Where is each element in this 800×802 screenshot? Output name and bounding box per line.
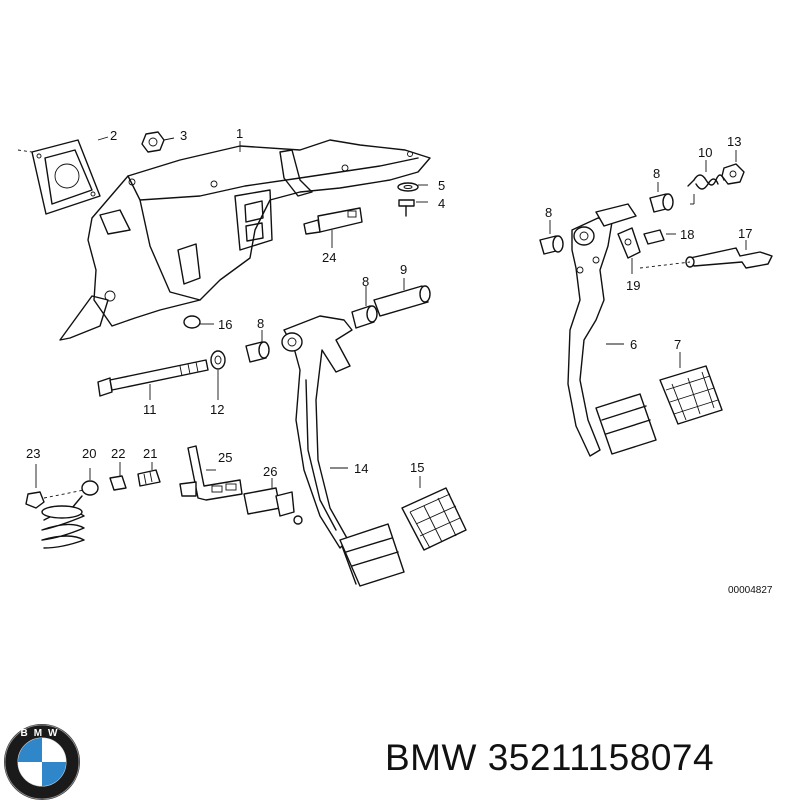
part-pin-22-21 xyxy=(109,462,161,491)
part-pedal-bracket xyxy=(59,139,431,341)
callout-14: 14 xyxy=(354,461,368,476)
part-nut-top xyxy=(141,131,175,153)
callout-19: 19 xyxy=(626,278,640,293)
callout-6: 6 xyxy=(630,337,637,352)
callout-11: 11 xyxy=(143,402,157,417)
part-bushing-sleeve xyxy=(351,278,431,329)
callout-24: 24 xyxy=(322,250,336,265)
callout-26: 26 xyxy=(263,464,277,479)
bmw-roundel-icon: BMW xyxy=(4,724,80,800)
callout-8-mid-upper: 8 xyxy=(362,274,369,289)
callout-7: 7 xyxy=(674,337,681,352)
part-gasket xyxy=(17,139,101,215)
part-pin-18 xyxy=(643,229,676,245)
callout-8-left: 8 xyxy=(545,205,552,220)
callout-2: 2 xyxy=(110,128,117,143)
callout-23: 23 xyxy=(26,446,40,461)
part-bushing-8-mid xyxy=(245,330,270,363)
callout-21: 21 xyxy=(143,446,157,461)
callout-12: 12 xyxy=(210,402,224,417)
logo-lettering: BMW xyxy=(21,728,64,739)
callout-9: 9 xyxy=(400,262,407,277)
callout-22: 22 xyxy=(111,446,125,461)
diagram-reference-code: 00004827 xyxy=(728,585,773,596)
part-pushrod-17 xyxy=(639,240,773,269)
callout-8-mid: 8 xyxy=(257,316,264,331)
part-spring-10 xyxy=(687,160,725,205)
callout-8-upper: 8 xyxy=(653,166,660,181)
callout-16: 16 xyxy=(218,317,232,332)
part-nut-23 xyxy=(25,464,45,509)
part-bushing-8-upper xyxy=(649,182,674,213)
part-pedal-pad-lower xyxy=(339,523,405,587)
part-nut-13 xyxy=(721,150,745,185)
callout-18: 18 xyxy=(680,227,694,242)
part-switch-24 xyxy=(303,207,363,248)
part-pedal-pad-upper-arm xyxy=(595,393,657,455)
part-stop-16 xyxy=(183,315,214,329)
part-long-bolt xyxy=(97,359,209,400)
callout-15: 15 xyxy=(410,460,424,475)
callout-1: 1 xyxy=(236,126,243,141)
part-clip-19 xyxy=(617,227,641,274)
part-pedal-pad-15 xyxy=(401,476,467,551)
part-bracket-25 xyxy=(179,445,243,501)
part-pedal-pad-7 xyxy=(659,352,723,425)
callout-4: 4 xyxy=(438,196,445,211)
callout-labels: 1 2 3 4 5 24 8 9 16 8 11 12 14 15 23 20 … xyxy=(26,126,752,479)
callout-20: 20 xyxy=(82,446,96,461)
callout-10: 10 xyxy=(698,145,712,160)
part-washer-12 xyxy=(210,350,226,400)
part-switch-26 xyxy=(243,478,303,525)
callout-13: 13 xyxy=(727,134,741,149)
part-spring-20 xyxy=(41,468,99,549)
callout-17: 17 xyxy=(738,226,752,241)
part-bushing-8-left xyxy=(539,220,564,255)
callout-3: 3 xyxy=(180,128,187,143)
part-pedal-arm-6 xyxy=(567,203,637,457)
part-pedal-arm-14 xyxy=(281,315,353,549)
part-bolt-washer xyxy=(397,182,428,217)
part-number-title: BMW 35211158074 xyxy=(385,737,715,778)
callout-25: 25 xyxy=(218,450,232,465)
callout-5: 5 xyxy=(438,178,445,193)
